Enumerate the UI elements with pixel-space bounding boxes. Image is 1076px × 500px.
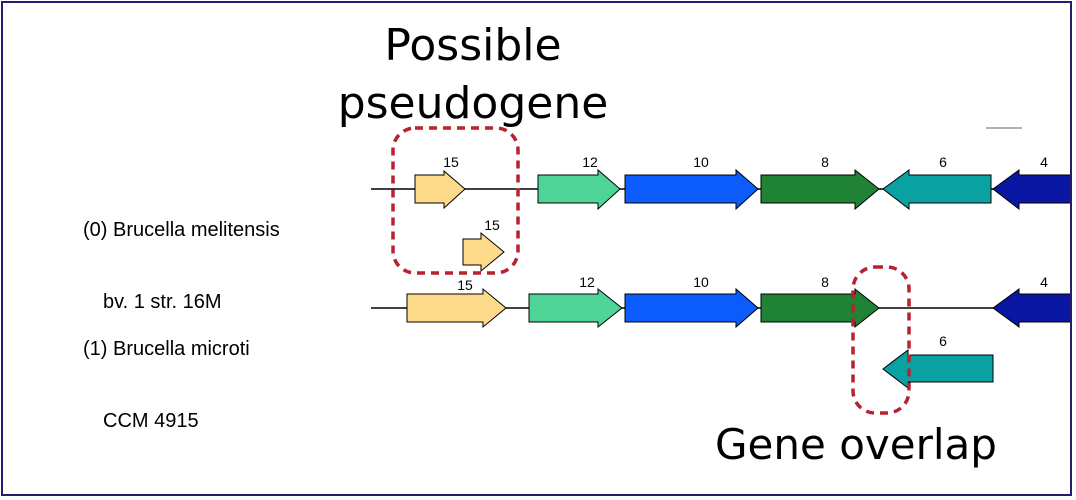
row0-gene-15-fragment-label: 15 (484, 217, 500, 233)
row1-gene-12-label: 12 (579, 274, 595, 290)
row0-gene-12-label: 12 (582, 154, 598, 170)
genome-label-0: (0) Brucella melitensis bv. 1 str. 16M (83, 170, 280, 362)
genome-1-name: (1) Brucella microti (83, 338, 250, 360)
row0-gene-4-label: 4 (1040, 154, 1048, 170)
row0-gene-10-label: 10 (693, 154, 709, 170)
genome-0-name: (0) Brucella melitensis (83, 219, 280, 241)
genome-0-strain: bv. 1 str. 16M (103, 291, 222, 313)
row1-gene-12[interactable] (528, 287, 623, 329)
row1-gene-15[interactable] (406, 287, 507, 329)
row1-gene-8-label: 8 (821, 274, 829, 290)
row0-gene-6-label: 6 (939, 154, 947, 170)
overlap-highlight-box (851, 265, 911, 415)
row0-gene-8[interactable] (760, 168, 880, 211)
overlap-callout-text: Gene overlap (715, 420, 997, 469)
row1-gene-4-label: 4 (1040, 274, 1048, 290)
row0-gene-15[interactable] (414, 169, 466, 210)
row0-gene-4[interactable] (992, 169, 1072, 211)
pseudogene-callout-line1: Possible (384, 20, 562, 71)
row0-gene-15-fragment[interactable] (462, 231, 505, 273)
row0-gene-12[interactable] (537, 168, 621, 211)
pseudogene-callout-line2: pseudogene (337, 78, 609, 129)
row0-gene-15-label: 15 (443, 154, 459, 170)
pseudogene-callout: Possible pseudogene (333, 17, 613, 133)
genome-label-1: (1) Brucella microti CCM 4915 (83, 289, 250, 481)
row1-gene-10-label: 10 (693, 274, 709, 290)
row1-gene-4[interactable] (992, 288, 1072, 328)
row0-gene-8-label: 8 (821, 154, 829, 170)
row1-gene-15-label: 15 (457, 277, 473, 293)
row1-gene-6[interactable] (882, 348, 994, 390)
row0-gene-6[interactable] (882, 169, 992, 211)
row1-gene-10[interactable] (624, 287, 759, 329)
row1-gene-6-label: 6 (939, 333, 947, 349)
genome-1-strain: CCM 4915 (103, 410, 199, 432)
row1-gene-8[interactable] (760, 287, 880, 329)
overlap-callout: Gene overlap (715, 419, 1015, 471)
gene-diagram: 15 12 10 8 6 4 15 15 12 10 8 4 6 (371, 126, 1072, 415)
row0-gene-10[interactable] (624, 168, 759, 211)
